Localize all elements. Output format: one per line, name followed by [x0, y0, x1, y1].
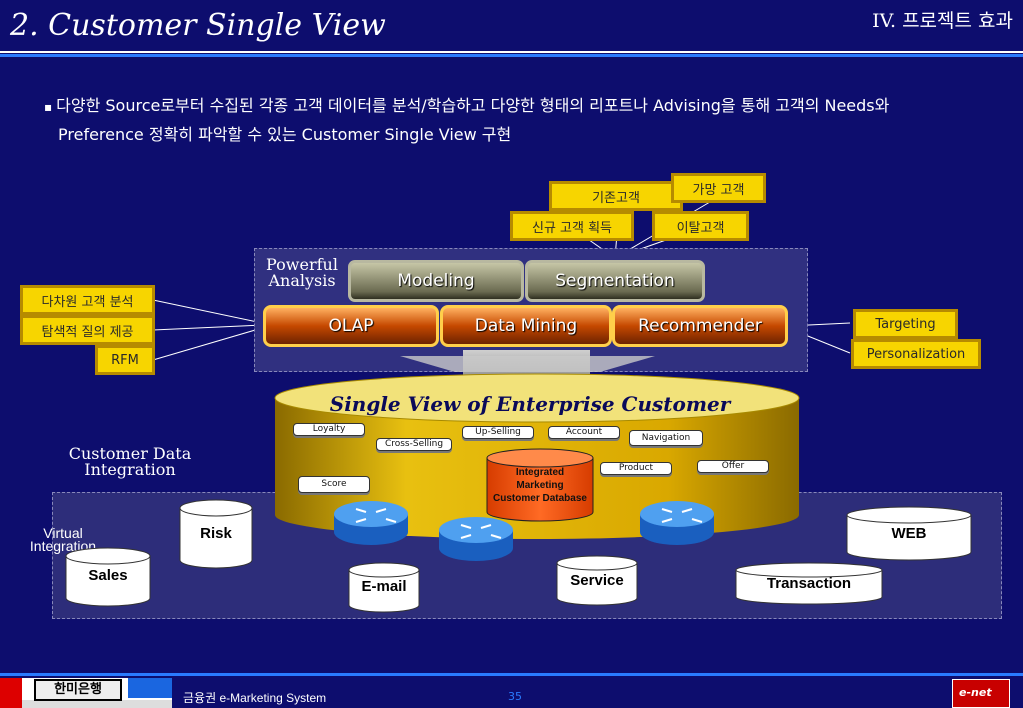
data-mining-button[interactable]: Data Mining [440, 305, 612, 347]
recommender-button[interactable]: Recommender [612, 305, 788, 347]
source-web: WEB [891, 525, 927, 542]
bullet-marker: ▪ [44, 100, 53, 114]
source-transaction: Transaction [766, 575, 852, 592]
customer-data-integration-label: Customer Data Integration [68, 444, 192, 479]
tag-prospect-customer: 가망 고객 [671, 173, 766, 203]
tag-new-customer: 신규 고객 획득 [510, 211, 634, 241]
source-sales: Sales [88, 567, 128, 584]
integrated-database: Integrated Marketing Customer Database [493, 467, 587, 504]
intro-bullet: ▪다양한 Source로부터 수집된 각종 고객 데이터를 분석/학습하고 다양… [44, 92, 978, 148]
router-icon [439, 517, 513, 561]
olap-button[interactable]: OLAP [263, 305, 439, 347]
bullet-text: 다양한 Source로부터 수집된 각종 고객 데이터를 분석/학습하고 다양한… [56, 96, 890, 144]
tag-exploratory-query: 탐색적 질의 제공 [20, 315, 155, 345]
virtual-integration-label: Virtual Integration [29, 525, 97, 554]
source-risk: Risk [200, 525, 232, 542]
brand-logo-text: e-net [959, 686, 992, 699]
bank-logo: 한미은행 [34, 679, 122, 701]
page-number: 35 [508, 690, 522, 703]
header-rule [0, 54, 1023, 57]
chip-up-selling: Up-Selling [462, 426, 534, 439]
chip-score: Score [298, 476, 370, 493]
page-title: 2. Customer Single View [10, 8, 386, 43]
chip-navigation: Navigation [629, 430, 703, 446]
source-service: Service [570, 572, 624, 589]
section-label: IV. 프로젝트 효과 [872, 10, 1013, 32]
router-icon [640, 501, 714, 545]
tag-churn-customer: 이탈고객 [652, 211, 749, 241]
tag-targeting: Targeting [853, 309, 958, 339]
header-divider [0, 51, 1023, 53]
tag-personalization: Personalization [851, 339, 981, 369]
footer-rule [0, 673, 1023, 676]
analysis-label: Powerful Analysis [266, 255, 338, 290]
drum-title: Single View of Enterprise Customer [329, 392, 731, 416]
tag-multidimensional-analysis: 다차원 고객 분석 [20, 285, 155, 315]
source-email: E-mail [361, 578, 407, 595]
chip-offer: Offer [697, 460, 769, 473]
footer-logo-block: 한미은행 [0, 678, 172, 708]
chip-account: Account [548, 426, 620, 439]
chip-cross-selling: Cross-Selling [376, 438, 452, 451]
tag-rfm: RFM [95, 345, 155, 375]
footer-title: 금융권 e-Marketing System [183, 691, 327, 705]
router-icon [334, 501, 408, 545]
chip-loyalty: Loyalty [293, 423, 365, 436]
segmentation-button[interactable]: Segmentation [525, 260, 705, 302]
tag-existing-customer: 기존고객 [549, 181, 683, 211]
chip-product: Product [600, 462, 672, 475]
modeling-button[interactable]: Modeling [348, 260, 524, 302]
brand-logo: e-net [952, 679, 1010, 708]
